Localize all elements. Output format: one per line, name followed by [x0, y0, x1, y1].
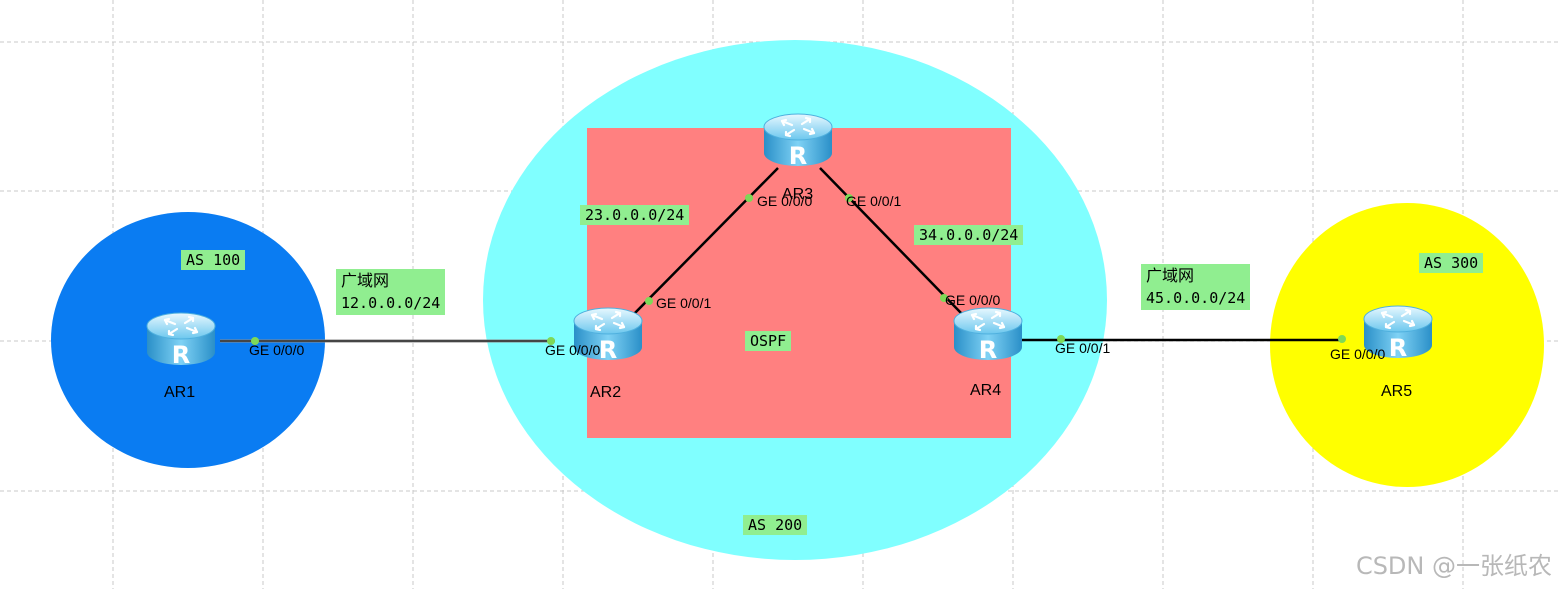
watermark: CSDN @一张纸农 — [1355, 552, 1552, 580]
router-name-ar3: AR3 — [782, 186, 814, 203]
port-label: GE 0/0/0 — [545, 342, 601, 358]
wan-label-45: 广域网 45.0.0.0/24 — [1141, 264, 1251, 310]
port-dot — [251, 337, 259, 345]
port-dot — [1057, 335, 1065, 343]
router-name-ar1: AR1 — [164, 384, 196, 401]
network-label-34: 34.0.0.0/24 — [914, 225, 1024, 245]
port-label: GE 0/0/1 — [656, 295, 712, 311]
router-icon[interactable] — [760, 109, 836, 171]
as100-label: AS 100 — [181, 250, 246, 270]
port-label: GE 0/0/0 — [249, 342, 305, 358]
port-dot — [547, 337, 555, 345]
link-ar2-ar3[interactable] — [631, 167, 779, 317]
wan-label-12: 广域网 12.0.0.0/24 — [336, 269, 446, 315]
port-label: GE 0/0/1 — [1055, 340, 1111, 356]
router-name-ar5: AR5 — [1381, 383, 1413, 400]
port-label: GE 0/0/0 — [945, 292, 1001, 308]
link-ar3-ar4[interactable] — [819, 167, 963, 315]
ospf-area — [587, 128, 1011, 438]
router-icon[interactable] — [950, 303, 1026, 365]
port-label: GE 0/0/0 — [1330, 346, 1386, 362]
ospf-label: OSPF — [745, 331, 792, 351]
router-icon[interactable] — [143, 308, 219, 370]
wan-label-title: 广域网 — [341, 271, 390, 290]
port-dot — [745, 194, 753, 202]
port-dot — [845, 194, 853, 202]
port-dot — [1338, 335, 1346, 343]
wan-label-title: 广域网 — [1146, 266, 1195, 285]
port-label: GE 0/0/1 — [846, 193, 902, 209]
as200-label: AS 200 — [743, 515, 808, 535]
port-label: GE 0/0/0 — [757, 193, 813, 209]
wan-label-network: 45.0.0.0/24 — [1146, 289, 1246, 307]
network-label-23: 23.0.0.0/24 — [580, 205, 690, 225]
wan-label-network: 12.0.0.0/24 — [341, 294, 441, 312]
port-dot — [645, 297, 653, 305]
router-name-ar4: AR4 — [970, 382, 1002, 399]
port-dot — [940, 294, 948, 302]
router-name-ar2: AR2 — [590, 384, 622, 401]
as300-label: AS 300 — [1419, 253, 1484, 273]
